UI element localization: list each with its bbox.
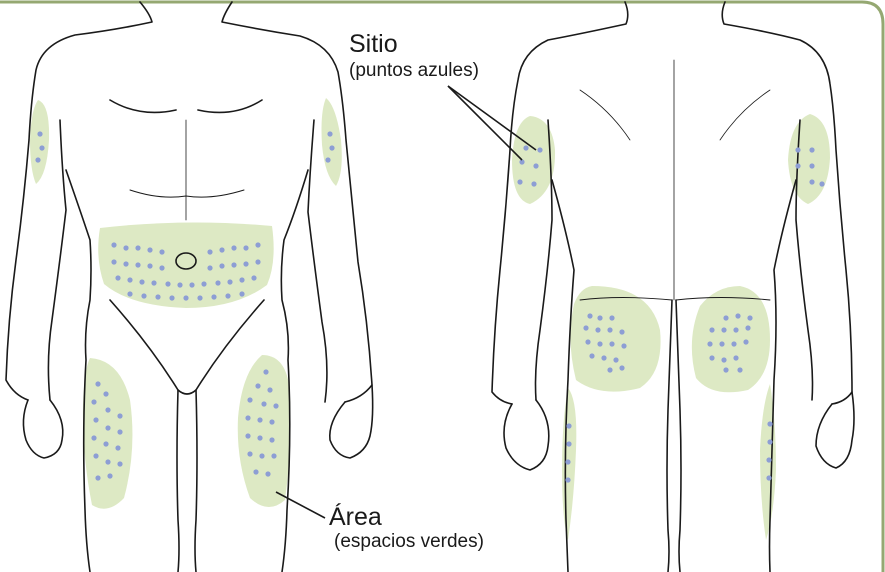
site-pointer-line-1 [448,86,536,150]
site-label-subtitle: (puntos azules) [349,60,479,82]
zone-front-left-arm [30,100,49,184]
area-label-title: Área [329,503,382,531]
zone-front-right-thigh [238,355,291,507]
area-pointer-line [276,492,325,518]
back-figure [492,2,854,572]
front-figure [6,2,373,572]
zone-back-right-buttock [692,286,770,392]
zone-back-right-arm [788,114,830,204]
site-pointer-line-2 [448,86,522,160]
zone-back-left-buttock [570,286,660,392]
zone-front-left-thigh [83,358,133,509]
back-body-outline [492,2,854,572]
area-label-subtitle: (espacios verdes) [334,531,484,553]
zone-front-right-arm [322,98,342,186]
site-label-title: Sitio [349,30,398,58]
